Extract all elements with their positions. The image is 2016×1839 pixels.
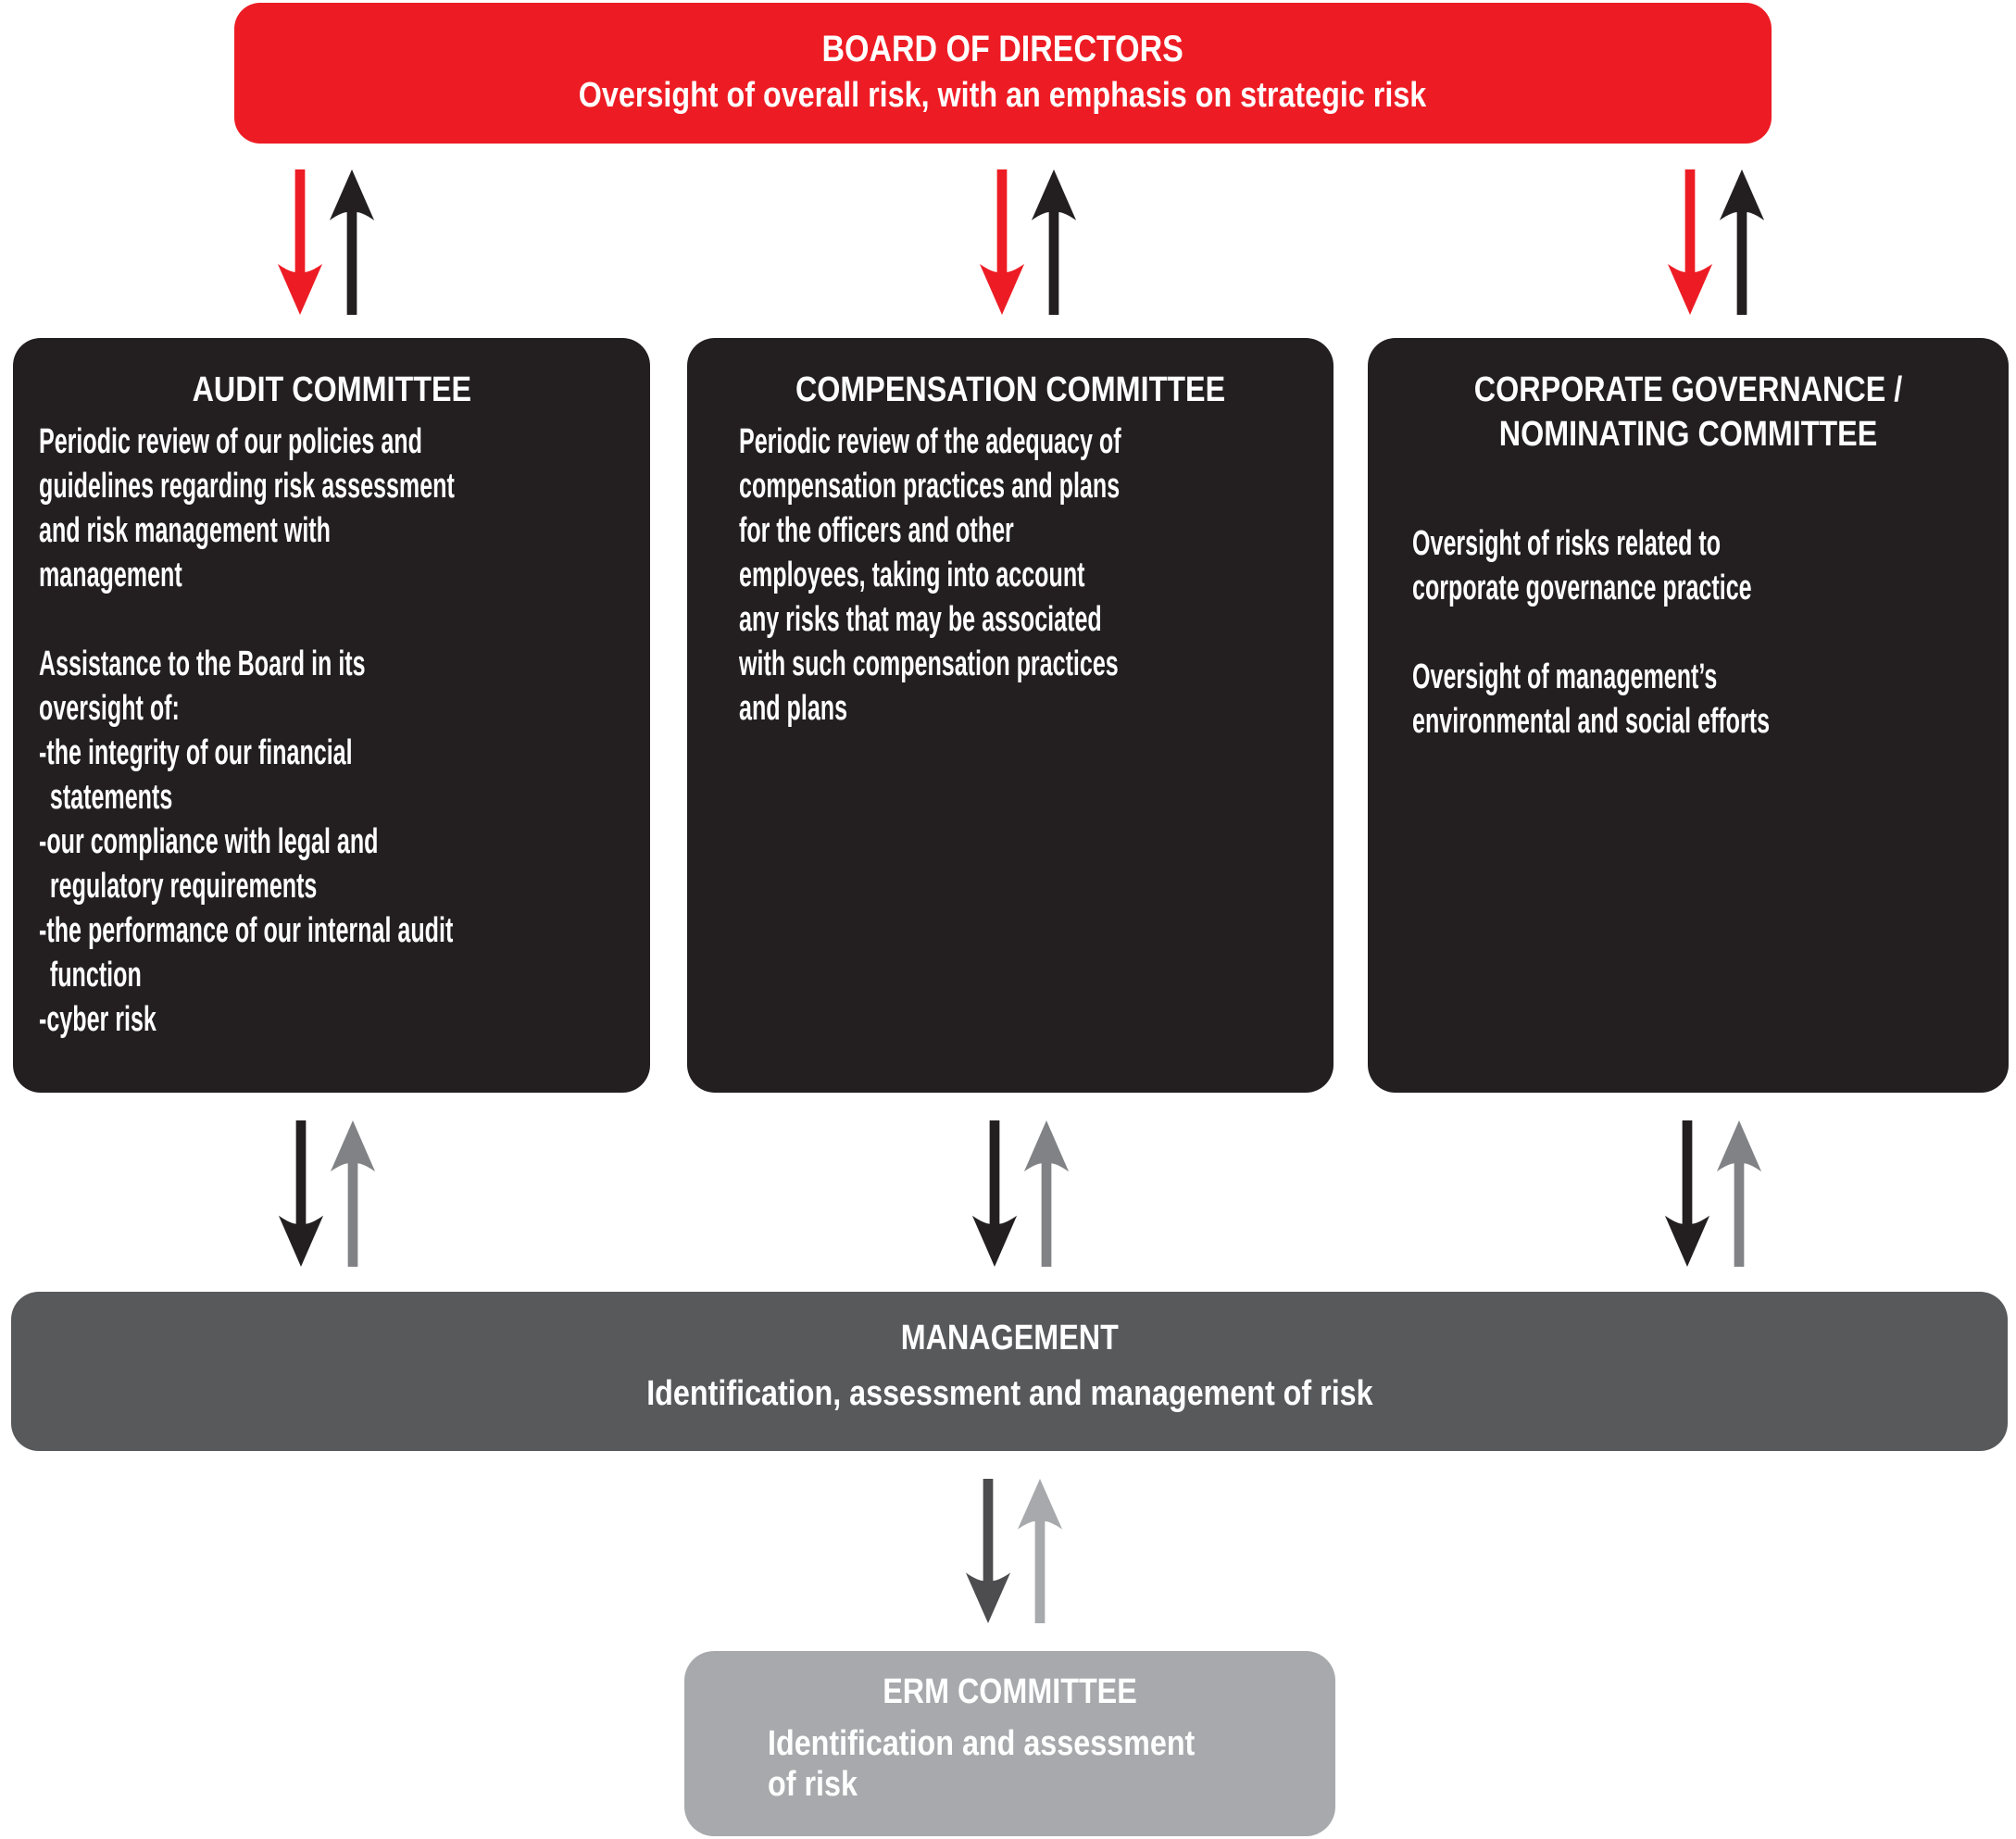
management-title: MANAGEMENT (900, 1319, 1119, 1357)
governance-nominating-committee-box: CORPORATE GOVERNANCE / NOMINATING COMMIT… (1368, 338, 2009, 1093)
management-erm-arrow-pair (965, 1479, 1063, 1623)
black-down-arrow-icon (1664, 1120, 1710, 1267)
board-title: BOARD OF DIRECTORS (821, 29, 1184, 69)
gray-up-arrow-icon (1716, 1120, 1762, 1267)
committee-title-row: AUDIT COMMITTEE (13, 338, 650, 412)
compensation-committee-title: COMPENSATION COMMITTEE (795, 370, 1226, 409)
audit-management-arrow-pair (278, 1120, 376, 1267)
compensation-management-arrow-pair (971, 1120, 1070, 1267)
governance-management-arrow-pair (1664, 1120, 1762, 1267)
gray-up-arrow-icon (330, 1120, 376, 1267)
red-down-arrow-icon (1667, 169, 1713, 315)
board-title-row: BOARD OF DIRECTORS (234, 25, 1772, 73)
committee-paragraph: Oversight of risks related to corporate … (1412, 524, 1752, 607)
committee-bullet: -our compliance with legal and regulator… (39, 822, 379, 906)
black-down-arrow-icon (971, 1120, 1018, 1267)
black-up-arrow-icon (1031, 169, 1077, 315)
management-box: MANAGEMENT Identification, assessment an… (11, 1292, 2008, 1451)
committee-paragraph: Oversight of management’s environmental … (1412, 657, 1771, 741)
board-subtitle: Oversight of overall risk, with an empha… (579, 76, 1427, 115)
committee-bullet: -the performance of our internal audit f… (39, 911, 454, 995)
management-subtitle: Identification, assessment and managemen… (645, 1374, 1373, 1413)
board-compensation-arrow-pair (979, 169, 1077, 315)
board-audit-arrow-pair (277, 169, 375, 315)
board-of-directors-box: BOARD OF DIRECTORS Oversight of overall … (234, 3, 1772, 144)
erm-committee-title: ERM COMMITTEE (883, 1672, 1137, 1711)
erm-committee-body: Identification and assessment of risk (768, 1724, 1196, 1804)
gray-up-arrow-icon (1023, 1120, 1070, 1267)
governance-nominating-committee-body: Oversight of risks related to corporate … (1412, 521, 1999, 744)
black-up-arrow-icon (1719, 169, 1765, 315)
governance-nominating-committee-title: CORPORATE GOVERNANCE / NOMINATING COMMIT… (1473, 370, 1903, 454)
erm-title-row: ERM COMMITTEE (684, 1670, 1335, 1714)
audit-committee-title: AUDIT COMMITTEE (192, 370, 471, 409)
committee-bullet: -cyber risk (39, 1000, 157, 1039)
red-down-arrow-icon (979, 169, 1025, 315)
light-gray-up-arrow-icon (1017, 1479, 1063, 1623)
compensation-committee-body: Periodic review of the adequacy of compe… (739, 419, 1326, 731)
dark-gray-down-arrow-icon (965, 1479, 1011, 1623)
committee-paragraph: Periodic review of the adequacy of compe… (739, 422, 1121, 728)
management-subtitle-row: Identification, assessment and managemen… (11, 1371, 2008, 1416)
compensation-committee-box: COMPENSATION COMMITTEE Periodic review o… (687, 338, 1334, 1093)
audit-committee-box: AUDIT COMMITTEE Periodic review of our p… (13, 338, 650, 1093)
committee-title-row: COMPENSATION COMMITTEE (687, 338, 1334, 412)
committee-title-row: CORPORATE GOVERNANCE / NOMINATING COMMIT… (1368, 338, 2009, 457)
erm-committee-box: ERM COMMITTEE Identification and assessm… (684, 1651, 1335, 1836)
black-up-arrow-icon (329, 169, 375, 315)
committee-paragraph: Periodic review of our policies and guid… (39, 422, 455, 594)
committee-paragraph: Assistance to the Board in its oversight… (39, 644, 366, 728)
audit-committee-body: Periodic review of our policies and guid… (39, 419, 626, 1042)
black-down-arrow-icon (278, 1120, 324, 1267)
board-governance-arrow-pair (1667, 169, 1765, 315)
committee-bullet: -the integrity of our financial statemen… (39, 733, 353, 817)
red-down-arrow-icon (277, 169, 323, 315)
board-subtitle-row: Oversight of overall risk, with an empha… (234, 73, 1772, 118)
management-title-row: MANAGEMENT (11, 1316, 2008, 1360)
